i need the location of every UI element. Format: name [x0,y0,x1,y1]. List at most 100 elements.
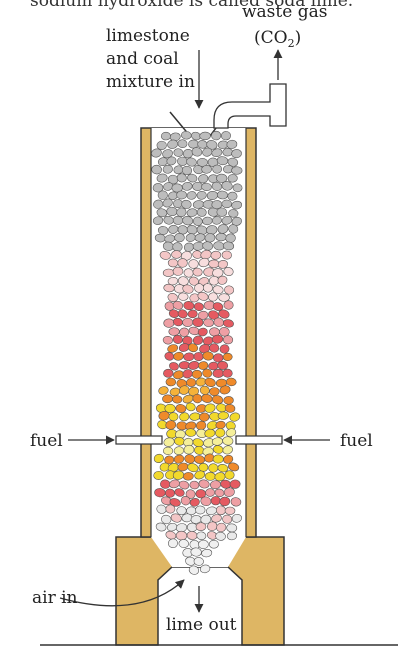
stone [223,396,234,405]
stone [177,139,188,149]
stone [175,404,187,413]
stone [196,190,207,200]
stone [198,361,209,370]
stone [197,292,209,301]
stone [182,181,193,191]
stone [200,514,212,525]
stone [201,548,213,558]
fuel-right-label: fuel [340,431,373,451]
stone [215,531,226,541]
stone [188,565,200,575]
stone [222,147,233,157]
stone [198,479,210,489]
stone [226,139,238,149]
stone [226,523,238,533]
stone [228,462,240,472]
stone [208,539,219,549]
stone [212,368,224,378]
stone [208,292,218,302]
stone [221,216,233,225]
stone [156,173,168,183]
stone [195,505,206,515]
stone [229,412,241,422]
stone [181,199,192,209]
stone [224,404,236,413]
stone [193,302,204,312]
stone [187,343,199,353]
stone [217,464,229,473]
stone [211,181,223,191]
stone [204,233,216,243]
stone [177,309,188,319]
stone [151,148,162,158]
stone [164,488,175,498]
stone [168,224,179,234]
stone [204,377,216,387]
stone [219,385,231,395]
stone [167,293,179,302]
stone [192,181,203,191]
stone [217,275,228,285]
stone [183,444,195,455]
stone [178,361,190,370]
stone [222,241,235,251]
stone [218,293,230,302]
stone [215,233,227,242]
stone [162,164,173,174]
stone [221,250,232,260]
stone [214,488,225,497]
stone [223,267,234,276]
stone [208,310,219,320]
co2-label: (CO2) [254,28,301,50]
stone [174,488,185,497]
stone [179,412,190,422]
waste-gas-pipe [213,83,287,129]
stone [165,504,176,514]
stone [231,200,243,210]
stone [187,173,198,183]
stone [197,310,209,320]
stone [199,564,211,574]
stone [222,436,234,446]
stone [164,403,176,414]
stone [153,470,164,480]
stone [225,428,237,437]
stone [156,208,168,218]
stone [168,412,179,422]
stone [172,395,183,404]
stone [179,327,190,337]
stone [176,207,187,218]
fuel-pipe-left [115,435,163,445]
stone [224,506,236,515]
stone [177,156,188,166]
stone [188,139,199,149]
stone [211,148,223,157]
stone [222,335,234,345]
stone [178,292,189,301]
stone [193,557,204,566]
stone [168,327,180,336]
stone [156,140,167,151]
stone [212,302,224,311]
stone [219,327,230,337]
stone [163,318,175,328]
stone [204,428,216,438]
stone [203,318,214,327]
stone [198,539,209,550]
stone [228,224,239,234]
stone [217,260,228,269]
stone [171,250,182,259]
stone [221,181,233,191]
stone [176,173,187,183]
stone [212,164,223,174]
stone [185,428,197,437]
stone [189,480,200,490]
stone [196,207,207,217]
stone [153,453,164,464]
stone [225,377,237,387]
feed-label-line1: limestone [106,26,190,46]
stone [163,368,174,378]
stone [160,131,171,141]
stone [152,216,164,225]
stone [152,183,164,193]
